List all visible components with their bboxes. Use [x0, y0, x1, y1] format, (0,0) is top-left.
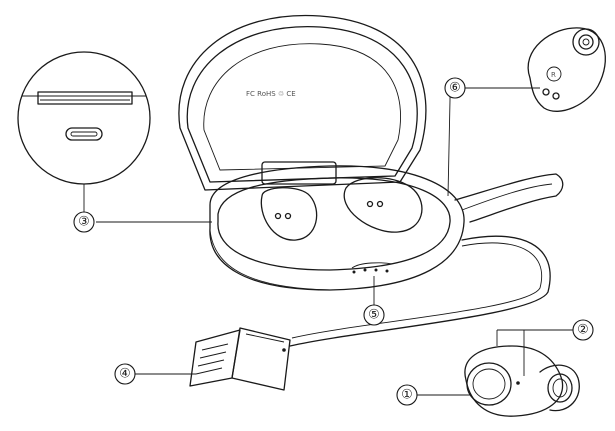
- callout-1: ①: [396, 384, 418, 406]
- usb-cable: [189, 235, 551, 391]
- callout-3: ③: [73, 211, 95, 233]
- callout-6: ⑥: [444, 77, 466, 99]
- earbud-side-mark: R: [551, 71, 556, 79]
- led-4: [385, 269, 389, 273]
- callout-5-label: ⑤: [368, 308, 380, 323]
- charging-case: [178, 14, 564, 291]
- callout-5: ⑤: [363, 304, 385, 326]
- callout-3-label: ③: [78, 215, 90, 230]
- led-2: [363, 268, 367, 272]
- earbud-side-view: [464, 345, 580, 417]
- callout-2-label: ②: [577, 323, 589, 338]
- usb-c-port-magnifier: [17, 51, 151, 185]
- callout-4: ④: [114, 363, 136, 385]
- leader-6a: [447, 88, 451, 197]
- led-3: [374, 268, 378, 272]
- callout-1-label: ①: [401, 388, 413, 403]
- callout-2: ②: [572, 319, 594, 341]
- led-1: [352, 270, 356, 274]
- usb-a-plug: [189, 329, 241, 387]
- case-regulatory-marking: FC RoHS ♲ CE: [246, 90, 296, 98]
- callout-6-label: ⑥: [449, 81, 461, 96]
- callout-4-label: ④: [119, 367, 131, 382]
- earbud-inner-view: R: [527, 27, 606, 112]
